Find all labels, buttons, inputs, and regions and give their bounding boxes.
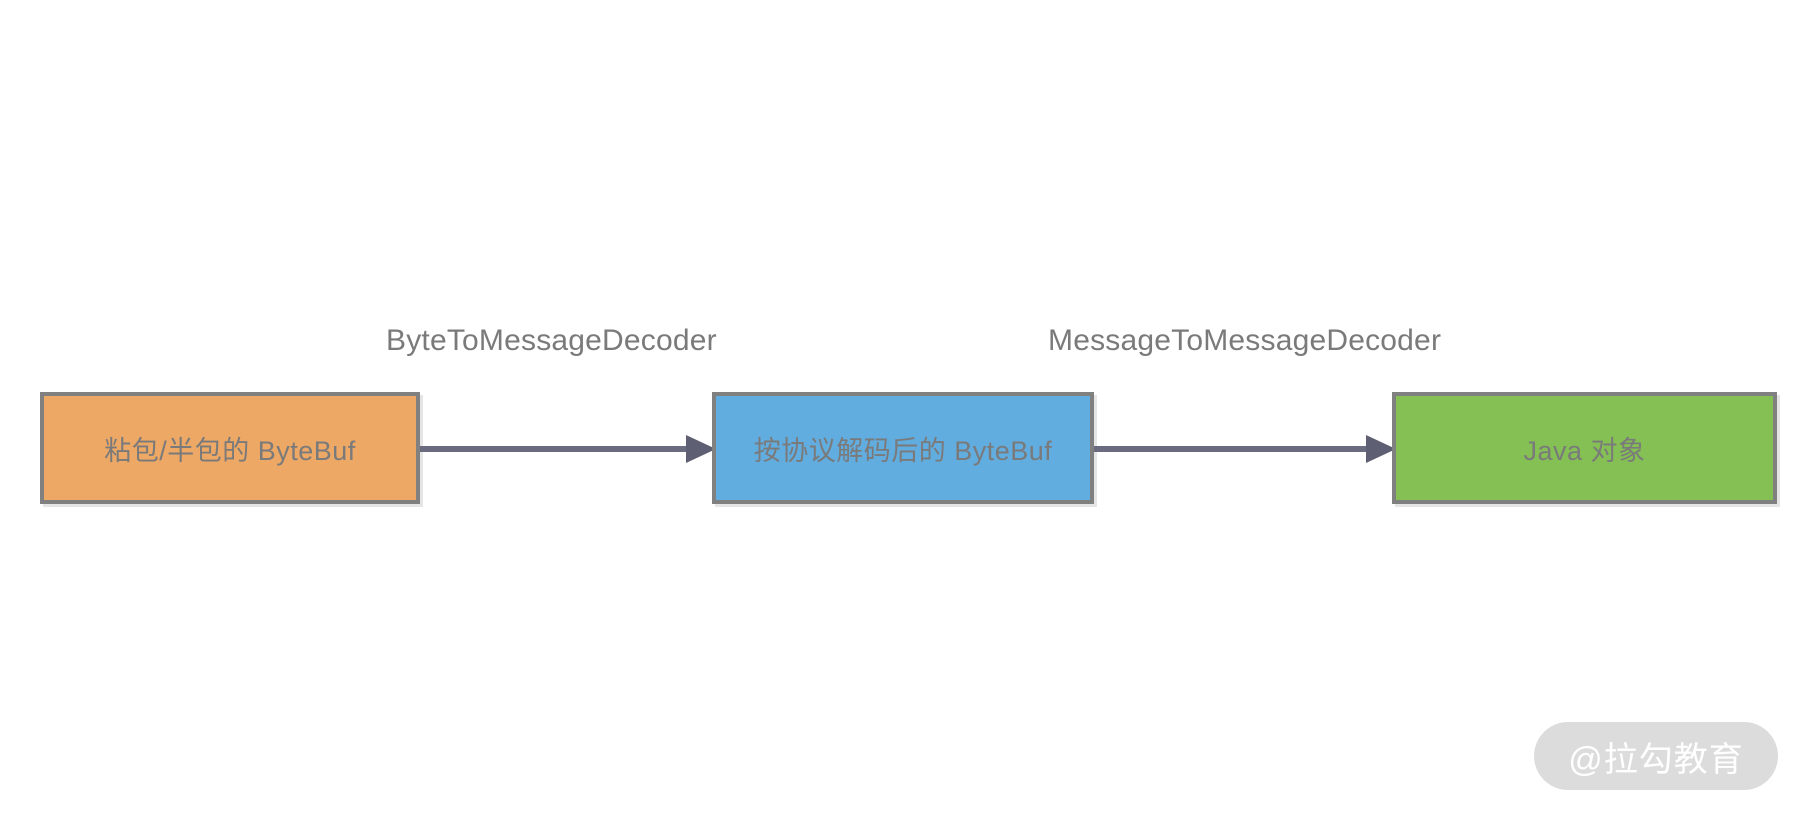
edge-label-message-to-message-decoder: MessageToMessageDecoder (1048, 324, 1442, 357)
edge-label-byte-to-message-decoder: ByteToMessageDecoder (386, 324, 717, 357)
node-bytebuf-decoded-label: 按协议解码后的 ByteBuf (753, 435, 1053, 466)
arrow-message-to-message-decoder (1094, 434, 1396, 464)
watermark-badge: @拉勾教育 (1534, 722, 1778, 790)
node-bytebuf-decoded[interactable]: 按协议解码后的 ByteBuf (712, 392, 1094, 504)
watermark-label: @拉勾教育 (1568, 740, 1744, 779)
node-java-object[interactable]: Java 对象 (1392, 392, 1777, 504)
arrow-byte-to-message-decoder (420, 434, 716, 464)
node-java-object-label: Java 对象 (1523, 435, 1646, 466)
node-bytebuf-raw-label: 粘包/半包的 ByteBuf (104, 435, 356, 466)
node-bytebuf-raw[interactable]: 粘包/半包的 ByteBuf (40, 392, 420, 504)
